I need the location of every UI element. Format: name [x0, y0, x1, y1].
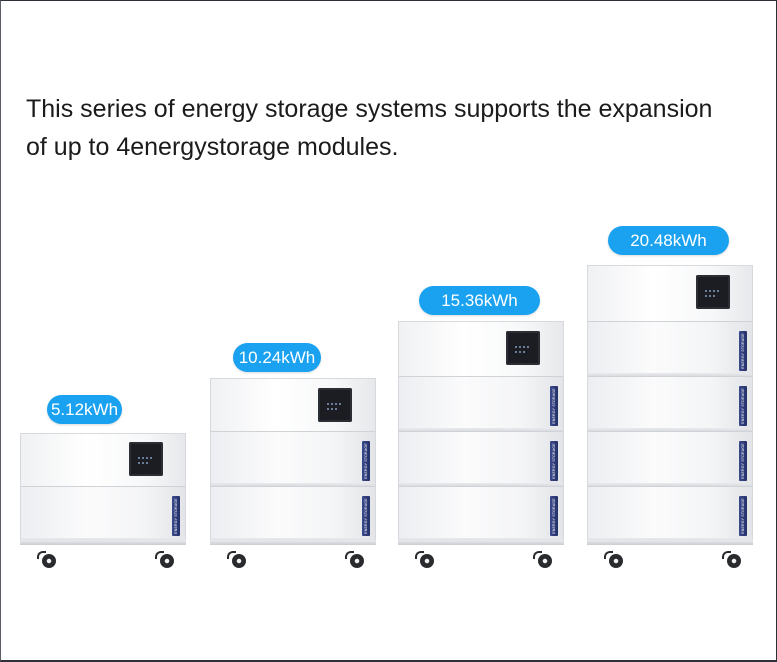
unit-base [398, 540, 564, 545]
battery-module: ENERGY STORAGE [399, 431, 563, 486]
caster-wheel-icon [604, 551, 623, 568]
battery-module: ENERGY STORAGE [399, 376, 563, 431]
storage-unit-15-36: ENERGY STORAGE ENERGY STORAGE ENERGY STO… [398, 321, 564, 541]
capacity-badge-20-48: 20.48kWh [608, 226, 729, 255]
energy-storage-label: ENERGY STORAGE [550, 441, 558, 481]
energy-storage-label: ENERGY STORAGE [362, 441, 370, 481]
caster-wheel-icon [415, 551, 434, 568]
energy-storage-label: ENERGY STORAGE [739, 441, 747, 481]
capacity-badge-5-12: 5.12kWh [47, 395, 122, 424]
energy-storage-label: ENERGY STORAGE [362, 496, 370, 536]
capacity-badge-15-36: 15.36kWh [419, 286, 540, 315]
caster-wheel-icon [533, 551, 552, 568]
battery-module: ENERGY STORAGE [211, 486, 375, 541]
energy-storage-label: ENERGY STORAGE [739, 496, 747, 536]
energy-storage-label: ENERGY STORAGE [550, 496, 558, 536]
battery-module: ENERGY STORAGE [588, 321, 752, 376]
display-screen-icon [129, 442, 163, 476]
display-screen-icon [696, 275, 730, 309]
unit-base [20, 540, 186, 545]
caster-wheel-icon [722, 551, 741, 568]
battery-module: ENERGY STORAGE [588, 376, 752, 431]
energy-storage-label: ENERGY STORAGE [739, 331, 747, 371]
display-screen-icon [506, 331, 540, 365]
display-screen-icon [318, 388, 352, 422]
storage-unit-10-24: ENERGY STORAGE ENERGY STORAGE [210, 378, 376, 541]
headline: This series of energy storage systems su… [26, 95, 713, 161]
caster-wheel-icon [37, 551, 56, 568]
storage-unit-5-12: ENERGY STORAGE [20, 433, 186, 541]
storage-unit-20-48: ENERGY STORAGE ENERGY STORAGE ENERGY STO… [587, 265, 753, 541]
battery-module: ENERGY STORAGE [588, 486, 752, 541]
unit-base [210, 540, 376, 545]
battery-module: ENERGY STORAGE [588, 431, 752, 486]
caster-wheel-icon [345, 551, 364, 568]
battery-module: ENERGY STORAGE [21, 486, 185, 541]
caster-wheel-icon [155, 551, 174, 568]
energy-storage-label: ENERGY STORAGE [739, 386, 747, 426]
capacity-badge-10-24: 10.24kWh [233, 343, 321, 372]
energy-storage-label: ENERGY STORAGE [172, 496, 180, 536]
battery-module: ENERGY STORAGE [211, 431, 375, 486]
battery-module: ENERGY STORAGE [399, 486, 563, 541]
unit-base [587, 540, 753, 545]
energy-storage-label: ENERGY STORAGE [550, 386, 558, 426]
caster-wheel-icon [227, 551, 246, 568]
